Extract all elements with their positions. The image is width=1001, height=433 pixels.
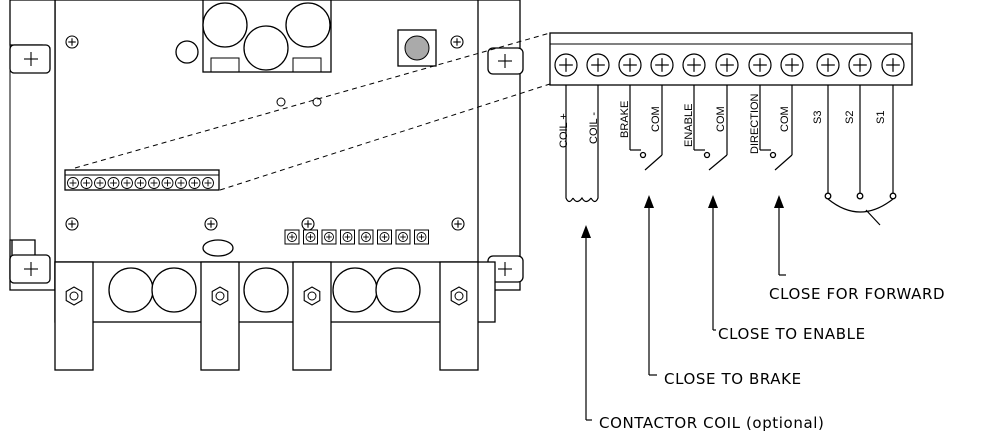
label-s3: S3 — [812, 111, 824, 124]
enable-switch — [708, 154, 728, 171]
trim-pot-icon — [324, 232, 334, 242]
callout-enable: CLOSE TO ENABLE — [718, 325, 866, 343]
callout-brake: CLOSE TO BRAKE — [664, 370, 802, 388]
screw-icon — [450, 35, 464, 49]
terminal-screw-brake — [618, 53, 642, 77]
indicator-hole — [175, 40, 199, 64]
hex-nut-icon — [303, 286, 321, 306]
terminal-screw-enable — [682, 53, 706, 77]
terminal-labels: COIL + COIL - BRAKE COM ENABLE COM DIREC… — [558, 93, 887, 154]
zoom-line-top — [74, 32, 551, 169]
status-led — [404, 35, 430, 61]
screw-icon — [301, 217, 315, 231]
flange-mark-icon — [24, 262, 38, 276]
label-s1: S1 — [875, 111, 887, 124]
left-flange — [9, 0, 56, 291]
callout-arrows — [581, 195, 786, 421]
body-terminal-screw — [188, 177, 201, 189]
zoom-line-bottom — [219, 83, 551, 191]
arrow-coil — [581, 225, 591, 238]
trim-pot-icon — [361, 232, 371, 242]
controller-body — [9, 0, 524, 371]
body-terminal-screw — [175, 177, 187, 189]
trim-pot-icon — [305, 232, 316, 242]
arrow-brake — [644, 195, 654, 208]
right-flange — [477, 0, 521, 291]
body-terminal-screw — [94, 177, 106, 189]
capacitor-2 — [285, 2, 331, 48]
selector-wiper — [865, 209, 881, 226]
terminal-screw-direction — [748, 53, 772, 77]
bus-cap-4 — [332, 267, 378, 313]
arrow-enable — [708, 195, 718, 208]
label-coil-minus: COIL - — [588, 112, 600, 144]
body-terminal-screw — [67, 177, 79, 189]
hex-nut-icon — [211, 286, 229, 306]
capacitor-3 — [243, 25, 289, 71]
label-direction: DIRECTION — [749, 93, 761, 154]
flange-mark-icon — [24, 52, 38, 66]
flange-mark-icon — [498, 262, 512, 276]
label-com-direction: COM — [779, 106, 791, 132]
bus-bar-2 — [200, 261, 240, 371]
label-s2: S2 — [844, 111, 856, 124]
terminal-block — [549, 32, 913, 86]
wiring — [565, 85, 897, 226]
terminal-screw-s2 — [848, 53, 872, 77]
body-terminal-screw — [161, 177, 174, 189]
bus-cap-5 — [375, 267, 421, 313]
label-brake: BRAKE — [619, 101, 631, 138]
terminal-screw-coil-plus — [554, 53, 578, 77]
trim-pot-icon — [416, 232, 427, 242]
callout-forward: CLOSE FOR FORWARD — [769, 285, 945, 303]
trim-pot-icon — [379, 232, 390, 242]
arrow-forward — [774, 195, 784, 208]
bus-bar-4 — [439, 261, 479, 371]
terminal-screw-com-enable — [715, 53, 739, 77]
terminal-screw-com-brake — [650, 53, 674, 77]
screw-icon — [65, 217, 79, 231]
body-terminal-screw — [148, 177, 160, 189]
label-com-brake: COM — [650, 106, 662, 132]
screw-icon — [204, 217, 218, 231]
terminal-screw-coil-minus — [586, 53, 610, 77]
trim-pot-icon — [342, 232, 353, 242]
capacitor-1 — [202, 2, 248, 48]
screw-icon — [451, 217, 465, 231]
hex-nut-icon — [65, 286, 83, 306]
trim-pot-row — [284, 229, 429, 245]
brake-switch — [644, 154, 663, 171]
flange-mark-icon — [498, 54, 512, 68]
trim-pot-icon — [287, 232, 297, 242]
label-com-enable: COM — [715, 106, 727, 132]
bus-cap-2 — [151, 267, 197, 313]
hex-nut-icon — [450, 286, 468, 306]
terminal-screw-s1 — [881, 53, 905, 77]
trim-pot-icon — [398, 232, 408, 242]
bus-bar-1 — [54, 261, 94, 371]
body-terminal-screw — [134, 177, 147, 189]
selector-arc — [827, 198, 894, 213]
bus-cap-3 — [243, 267, 289, 313]
bus-bar-3 — [292, 261, 332, 371]
oval-slot — [202, 239, 234, 257]
terminal-screw-com-direction — [780, 53, 804, 77]
body-terminal-screw — [80, 177, 93, 189]
body-terminal-screw — [107, 177, 120, 189]
contactor-coil-symbol — [572, 196, 592, 203]
body-terminal-screw — [202, 177, 214, 189]
screw-icon — [65, 35, 79, 49]
bus-cap-1 — [108, 267, 154, 313]
terminal-screw-s3 — [816, 53, 840, 77]
callout-coil: CONTACTOR COIL (optional) — [599, 414, 824, 432]
label-coil-plus: COIL + — [558, 113, 570, 148]
label-enable: ENABLE — [683, 104, 695, 147]
direction-switch — [774, 154, 793, 171]
body-terminal-screw — [121, 177, 133, 189]
